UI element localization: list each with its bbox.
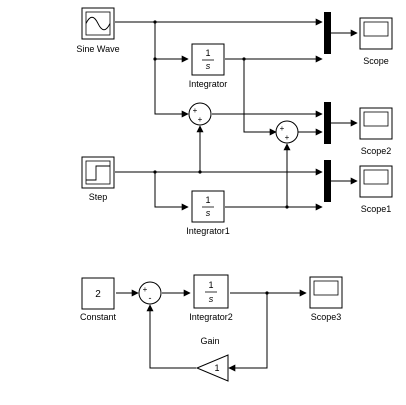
junction-dot	[153, 20, 157, 24]
integrator-denominator: s	[206, 61, 211, 71]
scope-screen-icon	[363, 21, 389, 37]
sum-block[interactable]: + +	[275, 120, 299, 144]
branch-points	[153, 20, 289, 295]
junction-dot	[242, 57, 246, 61]
constant-block[interactable]: 2	[81, 277, 115, 310]
integrator1-label: Integrator1	[186, 226, 230, 236]
mux-block[interactable]	[324, 12, 331, 54]
mux-block[interactable]	[324, 160, 331, 202]
sum-sign-minus: -	[149, 293, 152, 303]
integrator1-numerator: 1	[205, 195, 210, 205]
scope-screen-icon	[363, 111, 389, 127]
sum-sign-plus: +	[280, 124, 285, 133]
scope-screen-icon	[363, 169, 389, 185]
wire-gain-to-sum3[interactable]	[146, 304, 196, 369]
junction-dot	[153, 57, 157, 61]
scope1-label: Scope1	[361, 204, 392, 214]
wire-sine-to-sum1[interactable]	[154, 59, 189, 118]
sum-sign-plus: +	[193, 106, 198, 115]
gain-label: Gain	[200, 336, 219, 346]
mux-block[interactable]	[324, 102, 331, 144]
gain-value: 1	[214, 363, 219, 373]
integrator1-block[interactable]: 1 s	[191, 190, 225, 223]
wire-integrator-to-sum2[interactable]	[243, 59, 277, 136]
integrator-block[interactable]: 1 s	[191, 43, 225, 76]
integrator2-denominator: s	[209, 294, 214, 304]
scope-block[interactable]	[359, 17, 393, 50]
sum3-block[interactable]: + -	[138, 281, 162, 305]
gain-triangle-icon	[195, 354, 229, 382]
constant-label: Constant	[80, 312, 117, 322]
integrator1-denominator: s	[206, 208, 211, 218]
integrator2-label: Integrator2	[189, 312, 233, 322]
integrator2-numerator: 1	[208, 280, 213, 290]
wire-integrator2-to-gain[interactable]	[228, 293, 268, 372]
sine-wave-icon	[85, 16, 111, 31]
integrator-label: Integrator	[189, 79, 228, 89]
scope2-block[interactable]	[359, 107, 393, 140]
integrator-numerator: 1	[205, 48, 210, 58]
scope3-block[interactable]	[309, 276, 343, 309]
junction-dot	[153, 170, 157, 174]
scope-screen-icon	[313, 280, 339, 296]
wire-sine-to-integrator[interactable]	[154, 22, 189, 63]
step-label: Step	[89, 192, 108, 202]
sum-sign-plus: +	[143, 285, 148, 294]
gain-block[interactable]: 1	[195, 354, 229, 382]
junction-dot	[285, 205, 289, 209]
junction-dot	[198, 170, 202, 174]
integrator2-block[interactable]: 1 s	[193, 274, 229, 309]
scope3-label: Scope3	[311, 312, 342, 322]
step-block[interactable]	[81, 156, 115, 189]
scope-label: Scope	[363, 56, 389, 66]
sine-wave-label: Sine Wave	[76, 44, 119, 54]
scope2-label: Scope2	[361, 146, 392, 156]
junction-dot	[265, 291, 269, 295]
sum-sign-plus: +	[285, 133, 290, 142]
scope1-block[interactable]	[359, 165, 393, 198]
step-icon	[86, 165, 110, 181]
sine-wave-block[interactable]	[81, 7, 115, 40]
sum-sign-plus: +	[198, 115, 203, 124]
wire-step-to-integrator1[interactable]	[154, 172, 189, 211]
sum-block[interactable]: + +	[188, 102, 212, 126]
constant-value: 2	[95, 289, 101, 300]
